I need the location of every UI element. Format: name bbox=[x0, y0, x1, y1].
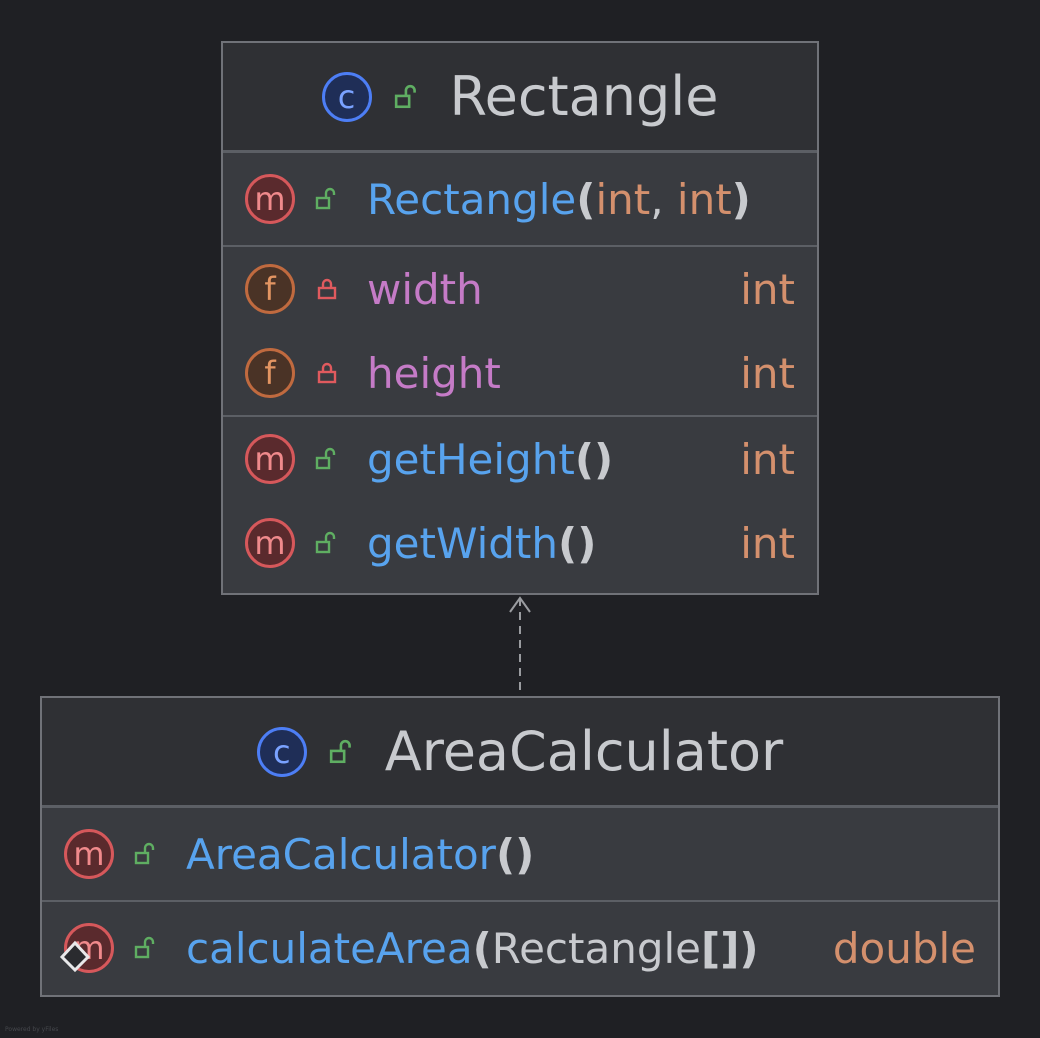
open-paren: ( bbox=[472, 923, 492, 973]
open-paren: ( bbox=[558, 518, 578, 568]
param-separator: , bbox=[650, 174, 677, 224]
method-badge-icon: m bbox=[245, 174, 295, 224]
private-lock-icon bbox=[317, 362, 337, 384]
public-visibility-icon bbox=[329, 739, 351, 763]
class-rectangle[interactable]: c Rectangle m Rectangle(int, int) f widt… bbox=[221, 41, 819, 595]
close-paren: ) bbox=[515, 829, 535, 879]
field-row[interactable]: f height int bbox=[223, 331, 817, 415]
class-header-rectangle: c Rectangle bbox=[223, 43, 817, 153]
constructor-name: Rectangle bbox=[367, 174, 577, 224]
constructor-row[interactable]: m AreaCalculator() bbox=[42, 808, 998, 900]
field-badge-icon: f bbox=[245, 348, 295, 398]
class-header-areacalculator: c AreaCalculator bbox=[42, 698, 998, 808]
static-diamond-icon bbox=[59, 940, 91, 973]
class-kind-icon: c bbox=[321, 71, 372, 122]
constructors-section: m AreaCalculator() bbox=[42, 808, 998, 902]
field-type: int bbox=[740, 348, 795, 398]
method-row[interactable]: m getHeight() int bbox=[223, 417, 817, 501]
method-badge-icon: m bbox=[64, 829, 114, 879]
public-visibility-icon bbox=[394, 84, 416, 108]
param-type: int bbox=[676, 174, 732, 224]
field-row[interactable]: f width int bbox=[223, 247, 817, 331]
method-return-type: int bbox=[740, 518, 795, 568]
method-return-type: double bbox=[832, 923, 976, 973]
public-visibility-icon bbox=[315, 447, 336, 470]
fields-section: f width int f height int bbox=[223, 247, 817, 417]
class-name: Rectangle bbox=[449, 65, 719, 128]
public-visibility-icon bbox=[134, 936, 155, 959]
method-signature: getWidth() bbox=[367, 519, 596, 568]
constructor-signature: AreaCalculator() bbox=[186, 830, 534, 879]
close-paren: ) bbox=[739, 923, 759, 973]
method-name: getWidth bbox=[367, 518, 558, 568]
method-name: calculateArea bbox=[186, 923, 473, 973]
method-badge-icon: m bbox=[245, 518, 295, 568]
class-kind-icon: c bbox=[256, 726, 307, 777]
field-badge-icon: f bbox=[245, 264, 295, 314]
field-name: width bbox=[367, 264, 483, 314]
constructor-row[interactable]: m Rectangle(int, int) bbox=[223, 153, 817, 245]
field-name: height bbox=[367, 348, 501, 398]
method-row[interactable]: m calculateArea(Rectangle[]) double bbox=[42, 902, 998, 994]
constructor-signature: Rectangle(int, int) bbox=[367, 175, 751, 224]
method-name: getHeight bbox=[367, 434, 575, 484]
methods-section: m getHeight() int m getWidth() int bbox=[223, 417, 817, 585]
method-return-type: int bbox=[740, 434, 795, 484]
close-paren: ) bbox=[731, 174, 751, 224]
public-visibility-icon bbox=[315, 187, 336, 210]
public-visibility-icon bbox=[134, 842, 155, 865]
powered-by-footer: Powered by yFiles bbox=[5, 1026, 59, 1033]
field-type: int bbox=[740, 264, 795, 314]
open-paren: ( bbox=[576, 174, 596, 224]
class-name: AreaCalculator bbox=[384, 720, 784, 783]
method-row[interactable]: m getWidth() int bbox=[223, 501, 817, 585]
method-badge-icon: m bbox=[245, 434, 295, 484]
class-areacalculator[interactable]: c AreaCalculator m AreaCalculator() m ca… bbox=[40, 696, 1000, 997]
open-paren: ( bbox=[574, 434, 595, 484]
method-signature: getHeight() bbox=[367, 435, 613, 484]
close-paren: ) bbox=[594, 434, 614, 484]
constructors-section: m Rectangle(int, int) bbox=[223, 153, 817, 247]
param-type: Rectangle bbox=[491, 923, 702, 973]
param-type: int bbox=[595, 174, 651, 224]
close-paren: ) bbox=[577, 518, 597, 568]
public-visibility-icon bbox=[315, 531, 336, 554]
private-lock-icon bbox=[317, 278, 337, 300]
array-brackets: [] bbox=[701, 923, 740, 973]
constructor-name: AreaCalculator bbox=[186, 829, 496, 879]
open-paren: ( bbox=[495, 829, 516, 879]
methods-section: m calculateArea(Rectangle[]) double bbox=[42, 902, 998, 994]
method-signature: calculateArea(Rectangle[]) bbox=[186, 924, 759, 973]
